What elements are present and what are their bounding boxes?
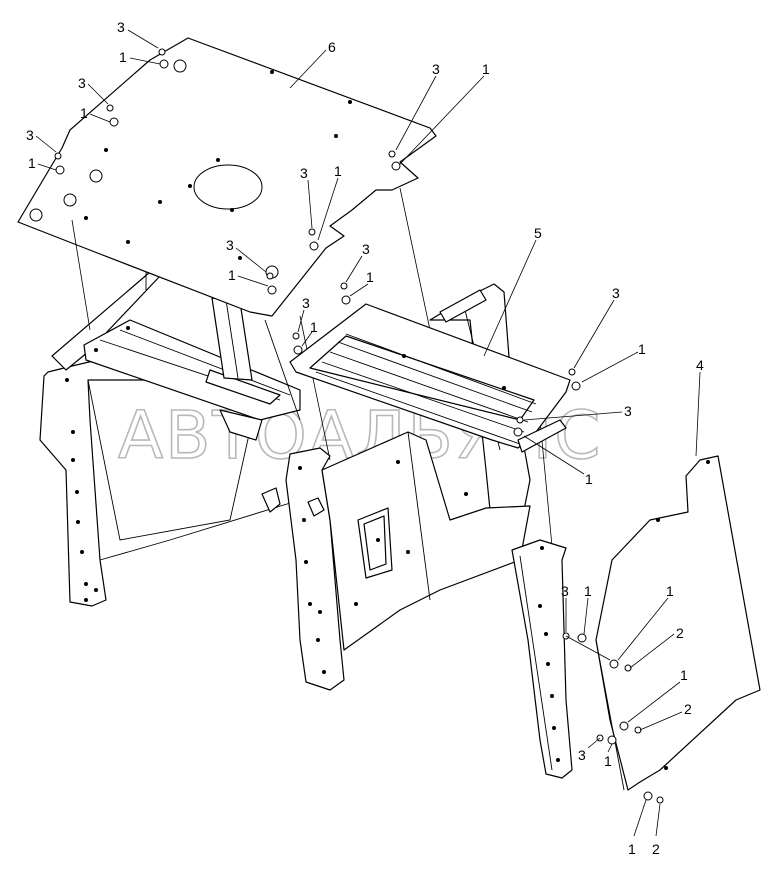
callout-label: 1 (604, 753, 612, 769)
callout-label: 1 (680, 667, 688, 683)
callout-label: 5 (534, 225, 542, 241)
callout-label: 1 (228, 267, 236, 283)
left-upper-rail (51, 271, 301, 441)
top-plate (17, 37, 437, 317)
callout-label: 4 (696, 357, 704, 373)
callout-label: 2 (652, 841, 660, 857)
callout-label: 1 (28, 155, 36, 171)
callout-label: 1 (119, 49, 127, 65)
callout-label: 3 (362, 241, 370, 257)
center-leg (261, 431, 531, 691)
grille-plate (289, 303, 571, 453)
callout-label: 3 (78, 75, 86, 91)
callout-label: 1 (334, 163, 342, 179)
callouts: 3 1 6 3 1 3 1 3 1 3 1 3 1 3 1 3 1 3 1 5 … (26, 19, 704, 857)
leader-lines (35, 29, 701, 837)
callout-label: 3 (226, 237, 234, 253)
callout-label: 1 (638, 341, 646, 357)
callout-label: 3 (612, 285, 620, 301)
callout-label: 1 (584, 583, 592, 599)
callout-label: 1 (366, 269, 374, 285)
callout-label: 1 (666, 583, 674, 599)
fasteners (54, 48, 664, 804)
callout-label: 3 (432, 61, 440, 77)
right-leg (511, 539, 573, 779)
callout-label: 1 (628, 841, 636, 857)
callout-label: 3 (624, 403, 632, 419)
callout-label: 1 (80, 105, 88, 121)
callout-label: 1 (310, 319, 318, 335)
callout-label: 1 (585, 471, 593, 487)
left-side-leg (39, 349, 301, 607)
callout-label: 6 (328, 39, 336, 55)
callout-label: 2 (676, 625, 684, 641)
callout-label: 3 (578, 747, 586, 763)
callout-label: 1 (482, 61, 490, 77)
callout-label: 3 (117, 19, 125, 35)
callout-label: 3 (26, 127, 34, 143)
side-panel (595, 455, 761, 791)
callout-label: 3 (302, 295, 310, 311)
callout-label: 2 (684, 701, 692, 717)
callout-label: 3 (300, 165, 308, 181)
callout-label: 3 (561, 583, 569, 599)
